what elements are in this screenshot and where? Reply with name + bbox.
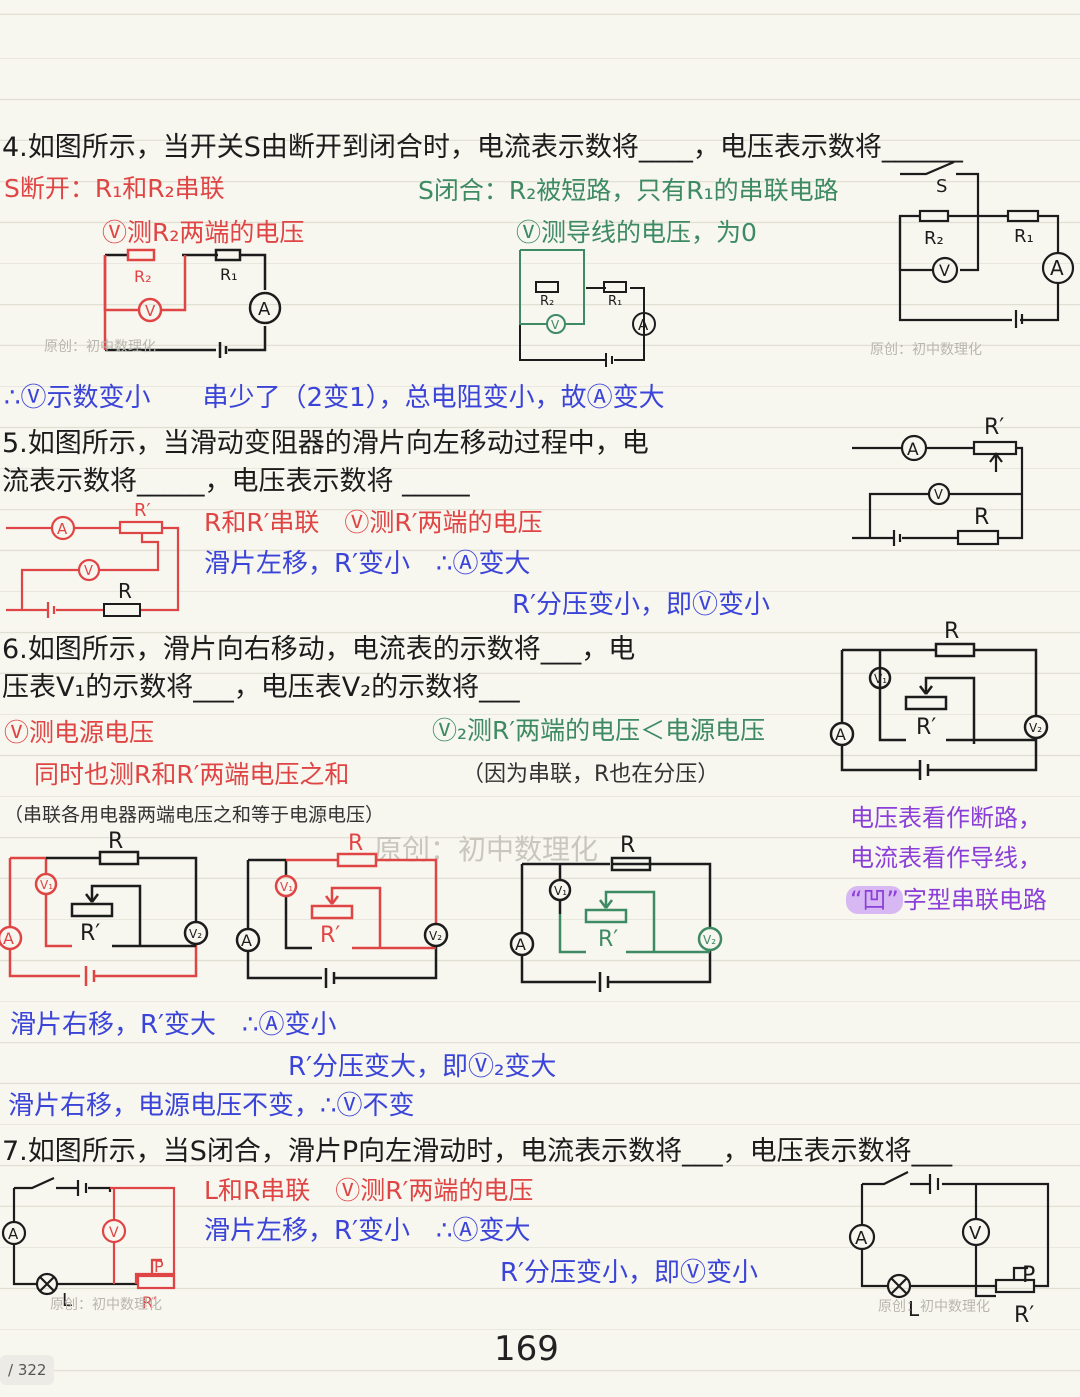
q6-tip-line3: “凹”字型串联电路 [846,886,1047,914]
watermark-2: 原创：初中数理化 [870,342,982,358]
q4-question: 4.如图所示，当开关S由断开到闭合时，电流表示数将____，电压表示数将____… [2,132,963,163]
q7-blue-line2: R′分压变小，即Ⓥ变小 [500,1258,758,1288]
q7c1-p-label: P [154,1257,164,1276]
q6-tip-highlight: “凹” [846,886,903,914]
q6-blue-line3: 滑片右移，电源电压不变，∴Ⓥ不变 [8,1091,415,1121]
q5c2-rp-label: R′ [984,415,1004,440]
page-counter: / 322 [0,1355,55,1385]
q4-red-line: S断开：R₁和R₂串联 [4,174,225,203]
q4c3-voltmeter-label: V [939,261,950,280]
q6c0-r-label: R [944,619,959,644]
q7-blue-line1: 滑片左移，R′变小 ∴Ⓐ变大 [204,1216,531,1246]
q6c2-r-label: R [348,831,363,856]
q6-red-line2: 同时也测R和R′两端电压之和 [34,760,350,789]
q5c1-rp-label: R′ [134,500,151,521]
q5-red-line: R和R′串联 Ⓥ测R′两端的电压 [204,508,543,537]
q7-question: 7.如图所示，当S闭合，滑片P向左滑动时，电流表示数将___，电压表示数将___ [2,1136,953,1167]
q5c1-ammeter-label: A [57,520,68,538]
q6-circuit-v1: R R′ A V₁ V₂ [0,829,209,986]
q6c2-v2-label: V₂ [429,929,442,943]
q6-tip-line3-rest: 字型串联电路 [902,886,1047,914]
q6c3-rp-label: R′ [598,927,618,952]
q7-circuit-original: P R′ L A V [848,1171,1050,1328]
q6-circuit-original: R R′ A V₁ V₂ [829,619,1049,780]
q4c3-r1-label: R₁ [1014,226,1034,247]
q6c1-rp-label: R′ [80,921,100,946]
q6-circuit-v2-red: R R′ A V₁ V₂ [235,831,449,988]
q7c2-voltmeter-label: V [969,1223,982,1244]
q5-question-line1: 5.如图所示，当滑动变阻器的滑片向左移动过程中，电 [2,428,649,459]
q6c3-ammeter-label: A [515,935,526,954]
q4c3-ammeter-label: A [1050,256,1064,280]
q7c1-voltmeter-label: V [109,1225,119,1241]
q6-note: （串联各用电器两端电压之和等于电源电压） [4,804,385,826]
q6c3-v2-label: V₂ [703,933,716,947]
q4-circuit-closed: R₂ R₁ A V [519,249,656,367]
q7c2-rp-label: R′ [1014,1303,1034,1328]
q6c2-v1-label: V₁ [280,880,293,894]
q5-blue-line1: 滑片左移，R′变小 ∴Ⓐ变大 [204,549,531,579]
q4c1-voltmeter-label: V [145,302,156,320]
q4c1-ammeter-label: A [258,299,271,320]
q7c2-l-label: L [908,1297,920,1321]
q4-green-line: S闭合：R₂被短路，只有R₁的串联电路 [418,176,839,205]
q4c3-r2-label: R₂ [924,228,944,249]
q6c1-v2-label: V₂ [189,927,202,941]
q6-paren: （因为串联，R也在分压） [462,762,720,787]
q5c2-ammeter-label: A [907,440,919,460]
q6-tip-line2: 电流表看作导线， [850,844,1042,872]
q6-tip-line1: 电压表看作断路， [850,804,1042,832]
q6c2-ammeter-label: A [241,931,252,950]
q7c1-l-label: L [62,1290,72,1311]
q7-circuit-annotated: P R′ L A V [1,1176,176,1312]
q7c2-ammeter-label: A [855,1228,868,1249]
q4-conclusion: ∴Ⓥ示数变小 串少了（2变1），总电阻变小，故Ⓐ变大 [4,383,665,413]
q6-question-line2: 压表V₁的示数将___，电压表V₂的示数将___ [2,672,520,703]
q6-blue-line2: R′分压变大，即Ⓥ₂变大 [288,1052,557,1082]
q6c3-r-label: R [620,833,635,858]
q6c0-v1-label: V₁ [874,672,887,686]
q4c1-r1-label: R₁ [220,265,238,284]
q4c1-r2-label: R₂ [134,267,152,286]
q5c1-r-label: R [118,579,132,603]
q7c1-rp-label: R′ [142,1293,157,1312]
q6-question-line1: 6.如图所示，滑片向右移动，电流表的示数将___，电 [2,634,636,665]
q4-circuit-open: R₂ R₁ A V [103,248,282,358]
q6c1-ammeter-label: A [3,929,14,948]
q6c2-rp-label: R′ [320,923,340,948]
watermark-1: 原创：初中数理化 [44,339,156,355]
watermark-3: 原创：初中数理化 [50,1297,162,1313]
q6c3-v1-label: V₁ [554,884,567,898]
q4c2-r1-label: R₁ [608,294,622,309]
q6-blue-line1: 滑片右移，R′变大 ∴Ⓐ变小 [10,1010,337,1040]
q6c0-ammeter-label: A [835,725,846,744]
q5-circuit-original: R′ R A V [852,415,1024,546]
q6c1-r-label: R [108,829,123,854]
q6-red-line1: Ⓥ测电源电压 [4,718,155,747]
q6c0-v2-label: V₂ [1029,721,1042,735]
q5c2-voltmeter-label: V [934,488,943,503]
q6c1-v1-label: V₁ [40,878,53,892]
q4-red-sub: Ⓥ测R₂两端的电压 [102,218,305,247]
page-number: 169 [494,1329,559,1369]
q5c1-voltmeter-label: V [84,564,93,579]
q5c2-r-label: R [974,505,989,530]
q5-circuit-annotated: R′ R A V [6,500,180,618]
q6-circuit-v2-green: R R′ A V₁ V₂ [509,833,723,992]
q7-red-line: L和R串联 Ⓥ测R′两端的电压 [204,1176,534,1205]
q4-circuit-original: S R₂ R₁ A V [898,160,1075,328]
q4c2-voltmeter-label: V [551,318,560,332]
q4c3-s-label: S [936,176,947,197]
q5-blue-line2: R′分压变小，即Ⓥ变小 [512,590,770,620]
q4-green-sub: Ⓥ测导线的电压，为0 [516,218,757,247]
q7c1-ammeter-label: A [8,1225,19,1243]
q7c2-p-label: P [1022,1263,1035,1288]
watermark-4: 原创：初中数理化 [878,1299,990,1315]
q4c2-ammeter-label: A [638,316,649,334]
q6-green-line: Ⓥ₂测R′两端的电压＜电源电压 [432,716,766,745]
q5-question-line2: 流表示数将_____，电压表示数将 _____ [2,466,470,497]
q6c0-rp-label: R′ [916,715,936,740]
q4c2-r2-label: R₂ [540,294,554,309]
